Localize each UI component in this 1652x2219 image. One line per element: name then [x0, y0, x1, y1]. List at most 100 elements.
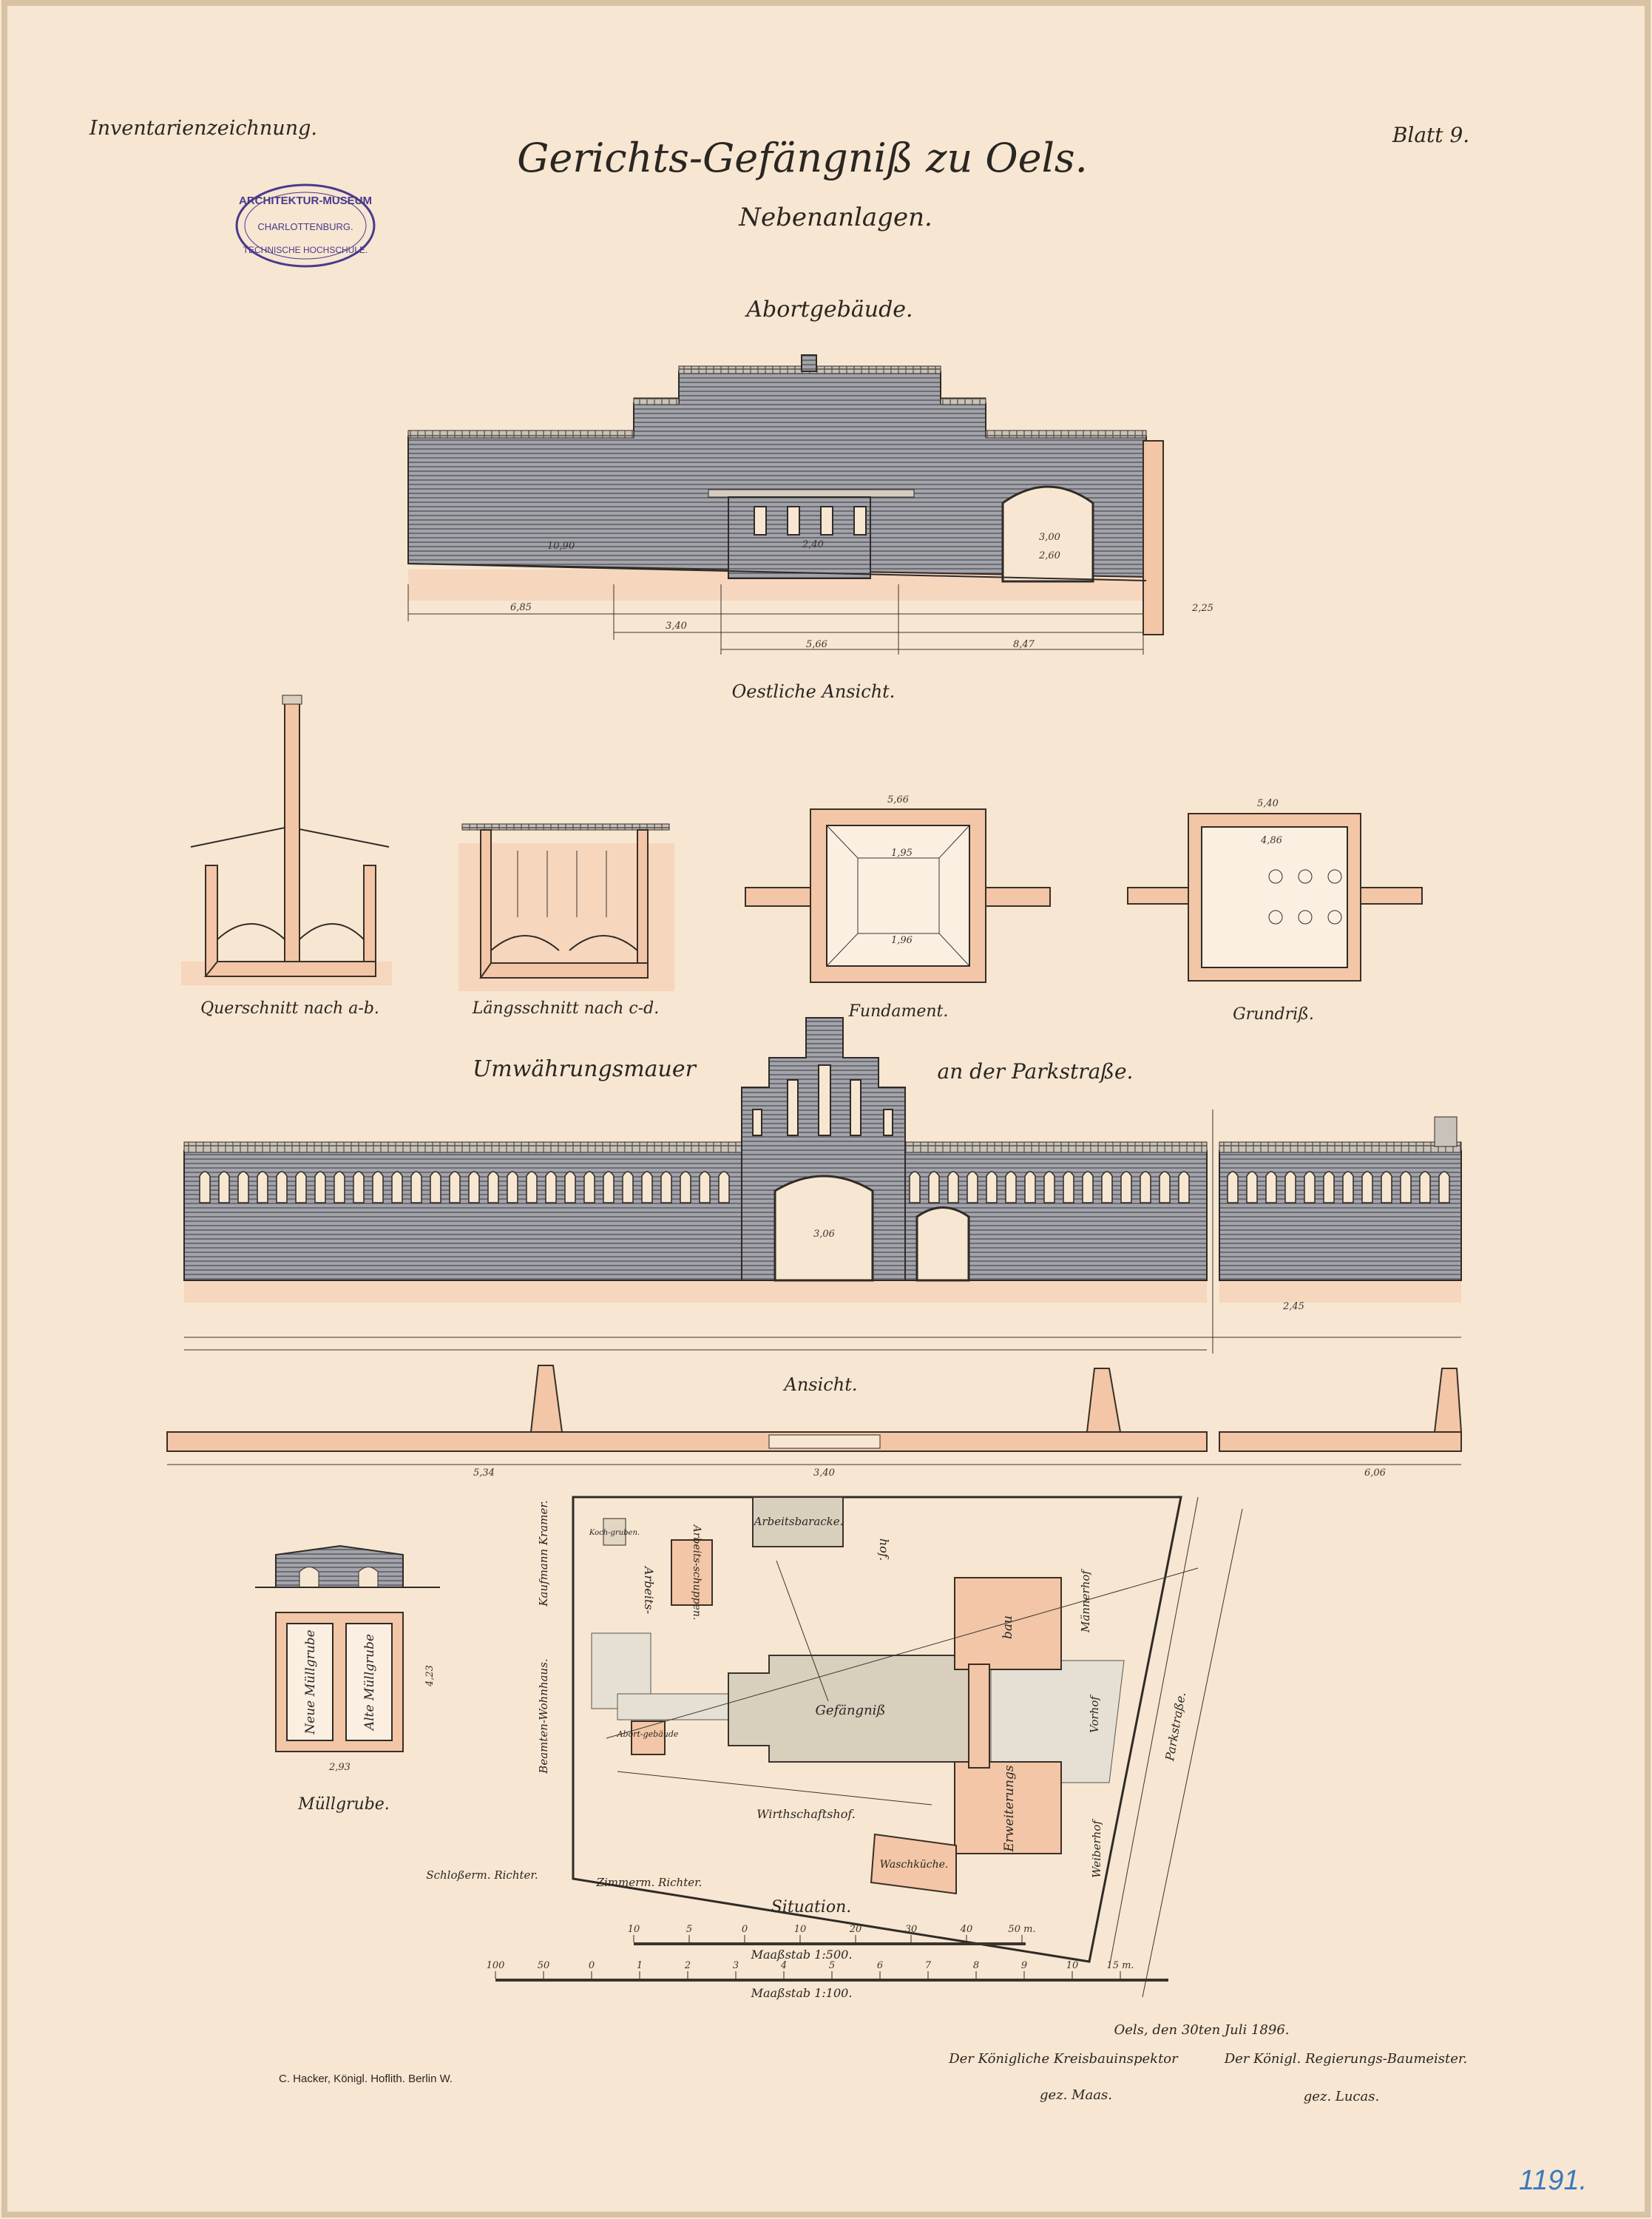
page-subtitle: Nebenanlagen.	[738, 203, 932, 232]
site-label-work-barrack: Arbeitsbaracke.	[753, 1515, 844, 1528]
dim: 2,40	[802, 539, 824, 550]
wall-arch	[1323, 1171, 1335, 1203]
dim: 1,95	[891, 848, 913, 859]
wall-arch	[507, 1171, 518, 1203]
site-label-toilet: Abort-gebäude	[617, 1729, 679, 1739]
scale-tick-label: 20	[849, 1924, 862, 1935]
wall-arch	[909, 1171, 921, 1203]
wall-heading-right: an der Parkstraße.	[938, 1059, 1134, 1084]
wall-arch	[391, 1171, 403, 1203]
neighbour-carpenter: Zimmerm. Richter.	[596, 1876, 703, 1889]
scale-1-500-label: Maaßstab 1:500.	[751, 1948, 853, 1962]
wall-arch	[372, 1171, 384, 1203]
scale-tick-label: 8	[973, 1960, 979, 1971]
dim: 5,40	[1257, 798, 1279, 809]
east-elevation-label: Oestliche Ansicht.	[732, 681, 896, 702]
wall-arch	[334, 1171, 345, 1203]
site-label-work-shed: Arbeits-schuppen.	[691, 1524, 703, 1621]
wall-arch	[1140, 1171, 1151, 1203]
wall-arch	[1024, 1171, 1036, 1203]
wall-plan-strip	[166, 1365, 1463, 1465]
wall-arch	[1159, 1171, 1171, 1203]
site-label-men-yard: Männerhof	[1079, 1569, 1092, 1633]
dim: 1,96	[891, 935, 913, 946]
floor-plan: 5,40 4,86	[1127, 798, 1423, 982]
wall-elevation-label: Ansicht.	[783, 1374, 858, 1395]
site-plan: Arbeitsbaracke. Arbeits-schuppen. Gefäng…	[426, 1496, 1243, 1998]
dim: 5,34	[473, 1467, 495, 1479]
scale-tick-label: 0	[589, 1960, 595, 1971]
dim: 2,93	[328, 1762, 351, 1773]
wall-arch	[1438, 1171, 1450, 1203]
wall-arch	[947, 1171, 959, 1203]
wall-arch	[660, 1171, 672, 1203]
signature-left-name: gez. Maas.	[1040, 2087, 1112, 2103]
scale-tick-label: 10	[628, 1924, 640, 1935]
dim: 4,86	[1260, 835, 1282, 846]
wall-arch	[1101, 1171, 1113, 1203]
wall-arch	[1342, 1171, 1354, 1203]
wall-arch	[1381, 1171, 1392, 1203]
refuse-pit-label: Müllgrube.	[297, 1795, 390, 1814]
wall-arch	[545, 1171, 557, 1203]
wall-arch	[1265, 1171, 1277, 1203]
site-label-yard: hof.	[877, 1539, 891, 1561]
place-date: Oels, den 30ten Juli 1896.	[1114, 2022, 1289, 2038]
wall-arch	[1304, 1171, 1316, 1203]
foundation-label: Fundament.	[848, 1002, 949, 1021]
sheet-number: Blatt 9.	[1392, 123, 1469, 147]
wall-arch	[699, 1171, 711, 1203]
east-elevation: 6,85 3,40 5,66 8,47 10,90 2,40 3,00 2,60…	[407, 354, 1213, 655]
foundation-plan: 5,66 1,95 1,96	[745, 794, 1051, 983]
stamp-top-text: ARCHITEKTUR-MUSEUM	[239, 195, 372, 207]
floor-plan-label: Grundriß.	[1233, 1005, 1314, 1024]
wall-arch	[680, 1171, 691, 1203]
dim: 6,06	[1364, 1467, 1386, 1479]
wall-arch	[449, 1171, 461, 1203]
scale-tick-label: 15 m.	[1106, 1960, 1134, 1971]
wall-arch	[1063, 1171, 1074, 1203]
wall-arch-openings	[199, 1171, 1450, 1203]
inventory-label: Inventarienzeichnung.	[89, 117, 317, 140]
site-label-farm-yard: Wirthschaftshof.	[756, 1807, 856, 1821]
scale-tick-label: 2	[684, 1960, 691, 1971]
wall-heading-left: Umwährungsmauer	[473, 1056, 697, 1082]
dim: 2,25	[1191, 603, 1213, 614]
dim: 3,00	[1039, 532, 1060, 543]
scale-tick-label: 40	[960, 1924, 973, 1935]
wall-arch	[1120, 1171, 1132, 1203]
wall-arch	[314, 1171, 326, 1203]
dim: 5,66	[806, 639, 827, 650]
wall-arch	[1419, 1171, 1431, 1203]
wall-arch	[641, 1171, 653, 1203]
scale-tick-label: 6	[877, 1960, 883, 1971]
enclosure-wall-elevation: 3,06 2,45	[183, 1017, 1462, 1354]
scale-tick-label: 3	[733, 1960, 739, 1971]
dim: 5,66	[887, 794, 909, 805]
dim: 3,40	[813, 1467, 835, 1479]
scale-tick-label: 7	[925, 1960, 932, 1971]
site-label-women-yard: Weiberhof	[1090, 1819, 1103, 1878]
wall-arch	[468, 1171, 480, 1203]
scale-tick-label: 1	[637, 1960, 643, 1971]
site-label-front-yard: Vorhof	[1088, 1695, 1101, 1733]
signature-left-title: Der Königliche Kreisbauinspektor	[948, 2051, 1179, 2067]
wall-arch	[986, 1171, 998, 1203]
neighbour-locksmith: Schloßerm. Richter.	[426, 1868, 538, 1882]
dim: 4,23	[424, 1665, 436, 1687]
refuse-pit: Neue Müllgrube Alte Müllgrube 2,93 4,23	[255, 1544, 440, 1773]
wall-arch	[295, 1171, 307, 1203]
wall-arch	[526, 1171, 538, 1203]
wall-arch	[603, 1171, 615, 1203]
dim: 2,60	[1038, 550, 1060, 561]
site-label-cooking-pits: Koch-gruben.	[589, 1529, 640, 1537]
scale-tick-label: 50	[538, 1960, 550, 1971]
wall-arch	[1246, 1171, 1258, 1203]
stamp-middle-text: CHARLOTTENBURG.	[257, 221, 353, 232]
neighbour-official-house: Beamten-Wohnhaus.	[537, 1658, 550, 1774]
stamp-bottom-text: TECHNISCHE HOCHSCHULE.	[243, 245, 368, 255]
scale-1-100-label: Maaßstab 1:100.	[751, 1986, 853, 2000]
